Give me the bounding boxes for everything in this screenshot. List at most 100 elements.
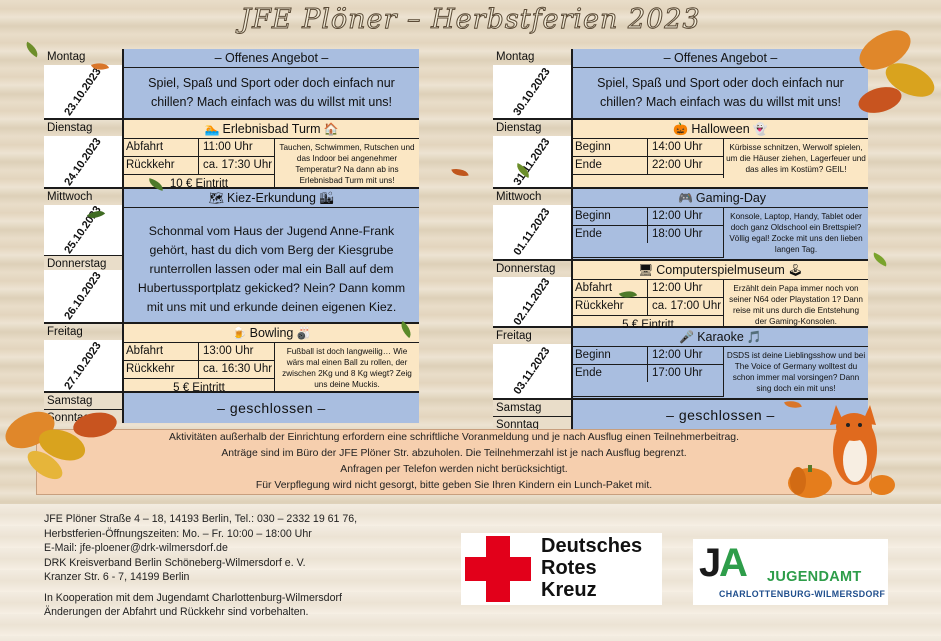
closed-label: – geschlossen – [122,393,419,423]
day-name: Donnerstag [47,258,107,270]
gamepad-icon: 🎮 [677,191,693,205]
day-name: Montag [496,51,535,63]
info-box: Aktivitäten außerhalb der Einrichtung er… [36,429,872,495]
footer-hours: Herbstferien-Öffnungszeiten: Mo. – Fr. 1… [44,527,312,540]
day-name: Mittwoch [47,191,93,203]
trip-description: Erzählt dein Papa immer noch von seiner … [729,284,863,326]
trip-value: 12:00 Uhr [652,282,703,294]
activity-header: Gaming-Day [695,191,767,205]
red-cross-icon [465,536,531,602]
leaf-icon [870,252,890,267]
activity-header: Computerspielmuseum [656,263,785,277]
day-name: Dienstag [496,122,542,134]
trip-value: 12:00 Uhr [652,210,703,222]
day-name: Samstag [493,400,571,417]
music-icon: 🎵 [746,330,762,344]
activity-text: Spiel, Spaß und Sport oder doch einfach … [597,76,844,109]
trip-value: 11:00 Uhr [203,141,253,153]
jugendamt-logo-subtext: CHARLOTTENBURG-WILMERSDORF [719,589,886,599]
day-row-wednesday-thursday: Mittwoch 25.10.2023 Donnerstag 26.10.202… [44,189,419,324]
pumpkin-icon: 🎃 [673,122,689,136]
drk-logo: Deutsches Rotes Kreuz [461,533,662,605]
pool-icon: 🏠 [323,122,339,136]
day-name: Dienstag [47,122,93,134]
footer-address: JFE Plöner Straße 4 – 18, 14193 Berlin, … [44,513,358,525]
trip-value: 12:00 Uhr [652,349,703,361]
day-row-monday: Montag 23.10.2023 – Offenes Angebot – Sp… [44,49,419,120]
day-row-monday: Montag 30.10.2023 – Offenes Angebot – Sp… [493,49,868,120]
date-label: 30.10.2023 [511,65,553,118]
info-line: Aktivitäten außerhalb der Einrichtung er… [169,432,739,443]
footer-email: E-Mail: jfe-ploener@drk-wilmersdorf.de [44,542,228,554]
trip-key: Ende [573,226,648,243]
info-line: Anträge sind im Büro der JFE Plöner Str.… [221,448,687,459]
trip-price: 5 € Eintritt [173,382,225,394]
trip-value: 18:00 Uhr [652,228,703,240]
trip-key: Beginn [573,139,648,156]
day-row-tuesday: Dienstag 24.10.2023 🏊Erlebnisbad Turm🏠 A… [44,120,419,193]
trip-key: Rückkehr [124,157,199,174]
jugendamt-logo: J A JUGENDAMT CHARLOTTENBURG-WILMERSDORF [693,539,888,605]
trip-description: Konsole, Laptop, Handy, Tablet oder doch… [729,212,863,254]
trip-description: DSDS ist deine Lieblingsshow und bei The… [726,351,866,393]
beer-icon: 🍺 [231,326,247,340]
trip-value: 14:00 Uhr [652,141,703,153]
day-name: Montag [47,51,86,63]
bowling-icon: 🎳 [296,326,312,340]
trip-value: 22:00 Uhr [652,159,703,171]
day-name: Mittwoch [496,191,542,203]
map-icon: 🗺 [208,191,225,205]
date-label: 27.10.2023 [62,339,104,392]
footer-contact: JFE Plöner Straße 4 – 18, 14193 Berlin, … [44,512,357,620]
trip-description: Tauchen, Schwimmen, Rutschen und das Ind… [279,143,415,185]
monitor-icon: 🖥 [638,263,654,277]
date-label: 31.11.2023 [511,135,553,188]
activity-header: Halloween [691,122,750,136]
activity-header: – Offenes Angebot – [573,49,868,68]
info-line: Für Verpflegung wird nicht gesorgt, bitt… [255,480,653,491]
trip-description: Kürbisse schnitzen, Werwolf spielen, um … [726,143,866,174]
footer-org: DRK Kreisverband Berlin Schöneberg-Wilme… [44,556,306,569]
drk-logo-text: Deutsches [541,535,643,557]
activity-header: Karaoke [697,330,744,344]
trip-key: Beginn [573,347,648,364]
trip-key: Abfahrt [573,280,648,297]
page-title: JFE Plöner – Herbstferien 2023 [240,4,701,36]
swimmer-icon: 🏊 [204,122,220,136]
day-row-thursday: Donnerstag 02.11.2023 🖥Computerspielmuse… [493,261,868,334]
ghost-icon: 👻 [752,122,768,136]
drk-logo-text: Kreuz [541,579,597,601]
microphone-icon: 🎤 [679,330,695,344]
drk-logo-text: Rotes [541,557,597,579]
jugendamt-logo-text: JUGENDAMT [767,569,862,585]
day-name: Sonntag [47,412,90,424]
trip-description: Fußball ist doch langweilig… Wie wärs ma… [282,347,412,389]
day-name: Freitag [47,326,83,338]
week-1-schedule: Montag 23.10.2023 – Offenes Angebot – Sp… [44,49,419,424]
closed-label: – geschlossen – [571,400,868,430]
activity-text: Spiel, Spaß und Sport oder doch einfach … [148,76,395,109]
trip-key: Ende [573,157,648,174]
trip-value: 17:00 Uhr [652,367,703,379]
trip-key: Ende [573,365,648,382]
trip-value: ca. 16:30 Uhr [203,363,273,375]
trip-key: Abfahrt [124,343,199,360]
day-name: Donnerstag [496,263,556,275]
weekend-row: Samstag Sonntag – geschlossen – [44,393,419,424]
trip-key: Rückkehr [124,361,199,378]
activity-header: Bowling [249,326,294,340]
leaf-icon [451,166,469,179]
activity-header: Kiez-Erkundung [227,191,316,205]
info-line: Anfragen per Telefon werden nicht berück… [340,464,568,475]
activity-header: Erlebnisbad Turm [222,122,321,136]
week-2-schedule: Montag 30.10.2023 – Offenes Angebot – Sp… [493,49,868,431]
day-name: Sonntag [496,419,539,431]
date-label: 02.11.2023 [511,275,553,328]
trip-price: 10 € Eintritt [169,178,229,190]
footer-cooperation: In Kooperation mit dem Jugendamt Charlot… [44,591,342,604]
day-name: Freitag [496,330,532,342]
date-label: 24.10.2023 [62,135,104,188]
trip-value: ca. 17:30 Uhr [203,159,273,171]
